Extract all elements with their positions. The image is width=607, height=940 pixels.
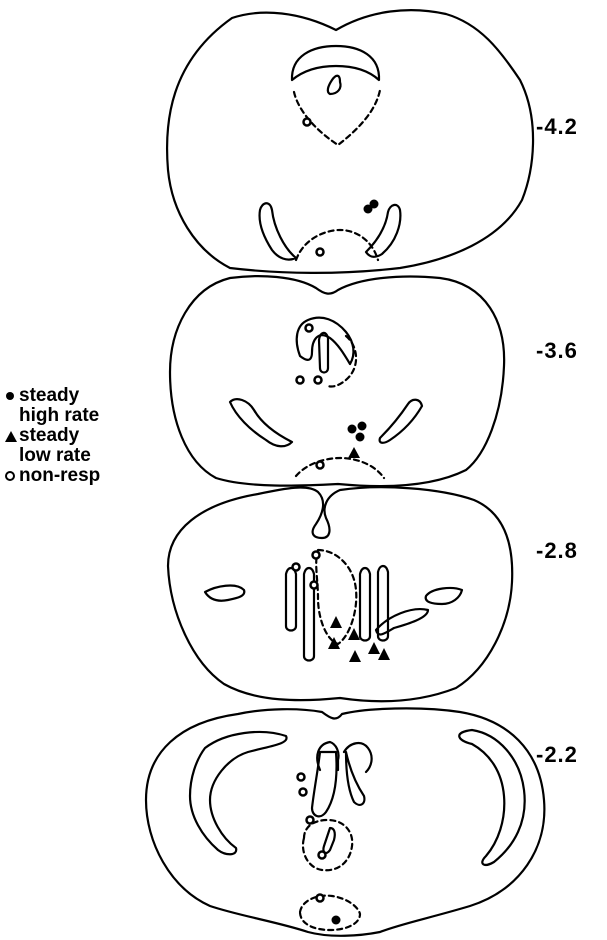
- filled-circle-marker: [358, 422, 367, 431]
- open-circle-marker: [304, 119, 311, 126]
- open-circle-marker: [311, 582, 318, 589]
- filled-circle-marker: [348, 425, 357, 434]
- open-circle-marker: [293, 564, 300, 571]
- filled-triangle-marker: [349, 650, 361, 662]
- level-label-2-8: -2.8: [536, 538, 578, 564]
- open-circle-marker: [297, 377, 304, 384]
- filled-triangle-marker: [348, 447, 360, 458]
- filled-triangle-marker: [330, 616, 342, 628]
- legend-label-line: steady: [19, 426, 91, 446]
- legend-item-steady-low: steady low rate: [4, 426, 100, 466]
- markers-4-2: [304, 119, 379, 256]
- section-outline-2-2: [146, 708, 544, 935]
- filled-circle-marker: [370, 200, 379, 209]
- open-circle-marker: [300, 789, 307, 796]
- open-circle-marker: [306, 325, 313, 332]
- open-circle-marker: [317, 895, 324, 902]
- filled-circle-icon: [4, 386, 19, 406]
- legend-label-line: steady: [19, 386, 99, 406]
- filled-circle-marker: [332, 916, 341, 925]
- filled-circle-marker: [356, 433, 365, 442]
- legend-item-steady-high: steady high rate: [4, 386, 100, 426]
- open-circle-marker: [317, 462, 324, 469]
- open-circle-marker: [307, 817, 314, 824]
- open-circle-icon: [4, 466, 19, 486]
- level-label-3-6: -3.6: [536, 338, 578, 364]
- section-outline-2-8: [168, 487, 512, 701]
- legend-item-non-resp: non-resp: [4, 466, 100, 486]
- markers-3-6: [297, 325, 367, 469]
- level-label-4-2: -4.2: [536, 114, 578, 140]
- legend-label-line: non-resp: [19, 466, 100, 486]
- open-circle-marker: [317, 249, 324, 256]
- legend: steady high rate steady low rate non-res…: [4, 386, 100, 486]
- level-label-2-2: -2.2: [536, 742, 578, 768]
- open-circle-marker: [319, 852, 326, 859]
- section-outline-4-2: [167, 10, 533, 273]
- open-circle-marker: [313, 552, 320, 559]
- open-circle-marker: [298, 774, 305, 781]
- open-circle-marker: [315, 377, 322, 384]
- legend-label-line: low rate: [19, 446, 91, 466]
- section-outline-3-6: [170, 276, 504, 486]
- legend-label-line: high rate: [19, 406, 99, 426]
- filled-triangle-icon: [4, 426, 19, 446]
- filled-triangle-marker: [368, 642, 380, 654]
